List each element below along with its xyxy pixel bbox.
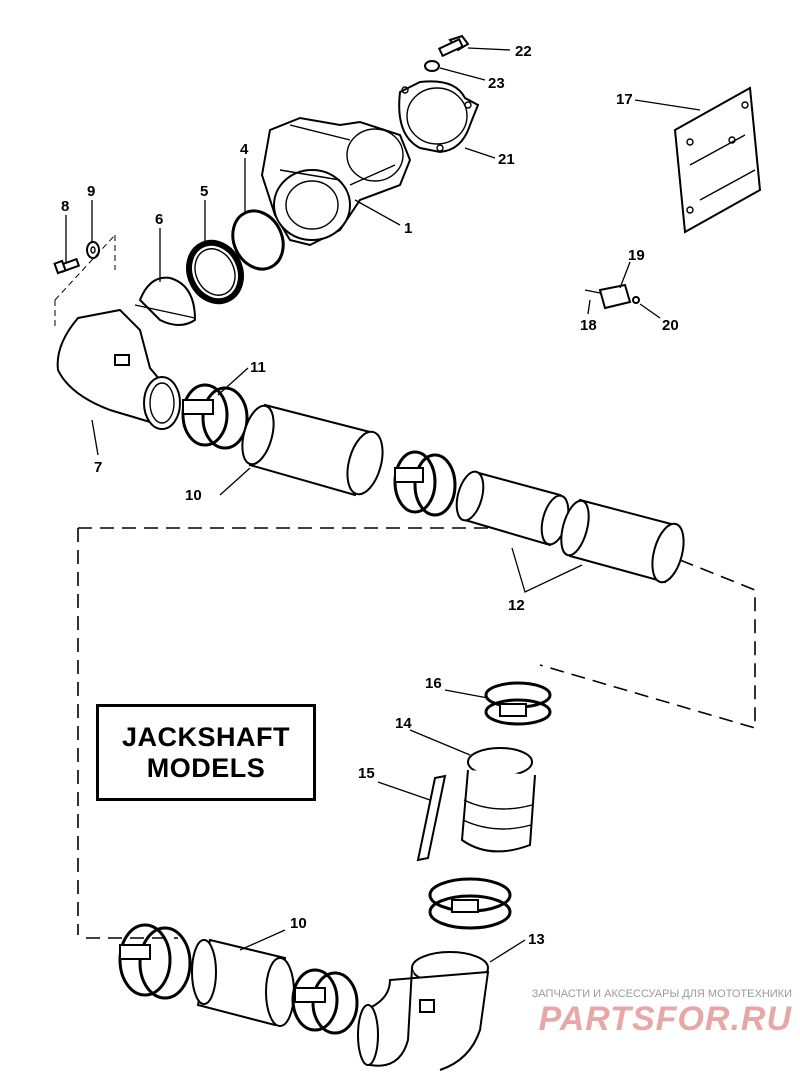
callout-numbers: 22 23 21 1 4 5 6 8 9 7 10 11 12 17 19 18… xyxy=(61,43,679,948)
callout-22: 22 xyxy=(515,43,532,60)
part-7-elbow xyxy=(56,308,181,430)
part-17-bracket-plate xyxy=(673,86,762,234)
part-18-pin xyxy=(584,289,601,294)
part-15-strap xyxy=(416,774,447,862)
part-21-gasket xyxy=(398,80,480,154)
callout-8: 8 xyxy=(61,198,69,215)
callout-14: 14 xyxy=(395,715,412,732)
callout-1: 1 xyxy=(404,220,412,237)
callout-11: 11 xyxy=(250,359,266,376)
watermark-tagline: ЗАПЧАСТИ И АКСЕССУАРЫ ДЛЯ МОТОТЕХНИКИ xyxy=(531,988,792,1000)
watermark: ЗАПЧАСТИ И АКСЕССУАРЫ ДЛЯ МОТОТЕХНИКИ PA… xyxy=(492,988,792,1039)
part-12-hose-pair xyxy=(455,470,685,584)
callout-17: 17 xyxy=(616,91,633,108)
part-5-clamp-ring xyxy=(186,239,244,305)
watermark-logo: PARTSFOR.RU xyxy=(538,1000,792,1038)
part-22-bolt xyxy=(437,34,470,58)
callout-leader-lines xyxy=(65,47,701,963)
jackshaft-models-label: JACKSHAFT MODELS xyxy=(96,704,316,801)
part-14-bellows xyxy=(460,747,536,853)
hose-clamps-middle xyxy=(393,450,457,517)
part-20-nut xyxy=(632,296,640,304)
callout-7: 7 xyxy=(94,459,102,476)
part-10-hose-upper xyxy=(241,403,384,497)
callout-6: 6 xyxy=(155,211,163,228)
label-line-1: JACKSHAFT xyxy=(121,721,290,752)
hose-clamps-lower-left xyxy=(118,923,192,1000)
callout-23: 23 xyxy=(488,75,505,92)
callout-18: 18 xyxy=(580,317,597,334)
part-10-hose-lower xyxy=(191,938,295,1027)
part-6-flapper xyxy=(134,276,197,326)
label-line-2: MODELS xyxy=(146,752,266,783)
part-9-washer xyxy=(86,241,100,259)
part-19-clip xyxy=(598,283,632,310)
callout-5: 5 xyxy=(200,183,208,200)
part-1-exhaust-housing xyxy=(260,116,412,247)
hose-clamps-lower-right xyxy=(428,877,512,930)
callout-16: 16 xyxy=(425,675,442,692)
callout-19: 19 xyxy=(628,247,645,264)
callout-13: 13 xyxy=(528,931,545,948)
callout-4: 4 xyxy=(240,141,249,158)
part-11-hose-clamps xyxy=(181,383,249,450)
callout-20: 20 xyxy=(662,317,679,334)
part-23-washer xyxy=(424,60,440,72)
part-16-hose-clamps xyxy=(484,681,552,726)
part-8-screw xyxy=(53,257,81,275)
callout-10-lower: 10 xyxy=(290,915,307,932)
callout-10-upper: 10 xyxy=(185,487,202,504)
callout-21: 21 xyxy=(498,151,515,168)
part-13-elbow xyxy=(357,951,490,1071)
jackshaft-group-boundary xyxy=(77,527,756,939)
hose-clamps-lower-middle xyxy=(291,968,359,1035)
part-4-o-ring xyxy=(231,209,285,271)
callout-9: 9 xyxy=(87,183,95,200)
callout-15: 15 xyxy=(358,765,375,782)
callout-12: 12 xyxy=(508,597,525,614)
